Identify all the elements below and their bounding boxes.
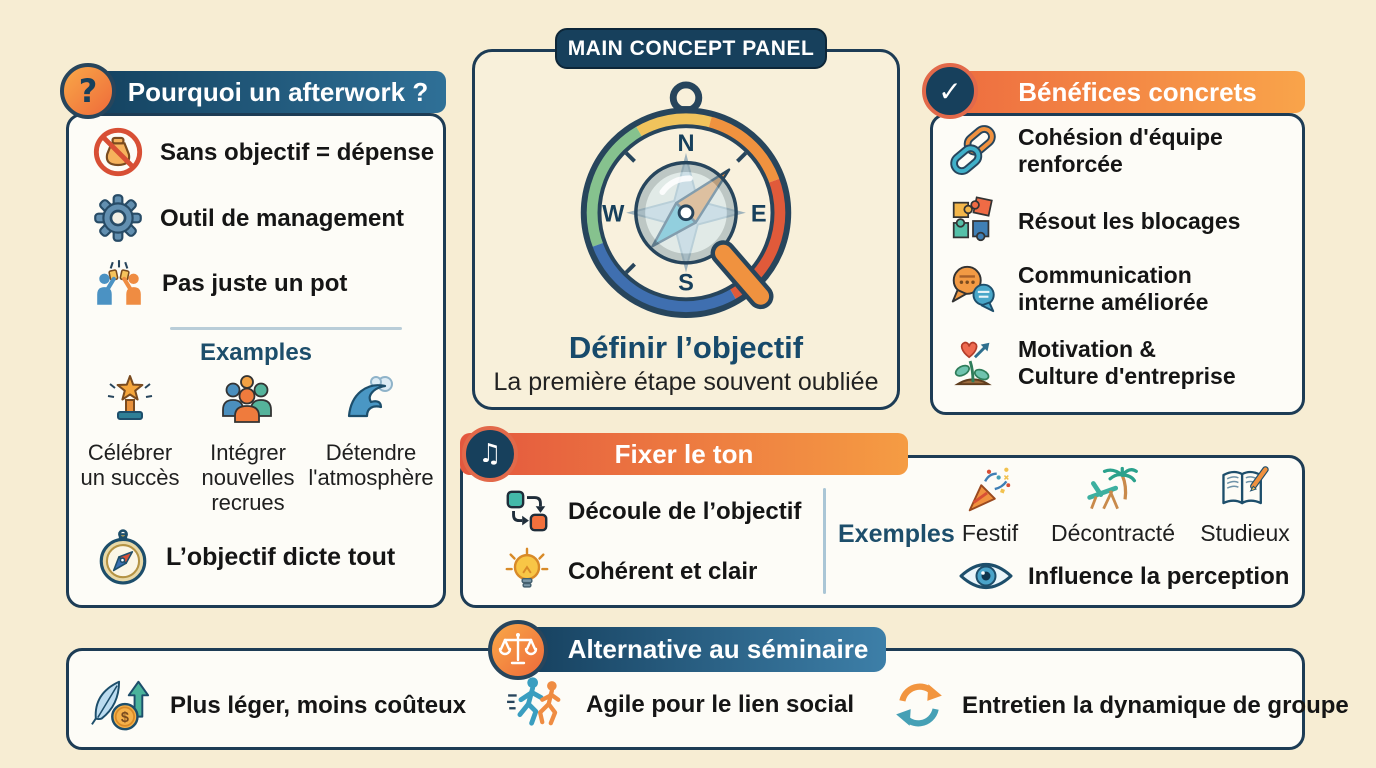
svg-text:N: N bbox=[677, 131, 694, 157]
team-group-icon bbox=[219, 372, 275, 428]
main-title: Définir l’objectif bbox=[568, 330, 804, 365]
panel-benefits-title: Bénéfices concrets bbox=[1018, 76, 1257, 107]
compass-small-icon bbox=[94, 528, 152, 586]
toast-icon bbox=[92, 256, 146, 310]
panel-benefits bbox=[930, 113, 1305, 415]
compass-magnifier-icon: N E S W bbox=[580, 81, 792, 318]
cycle-arrows-icon bbox=[892, 678, 946, 732]
panel-why-afterwork bbox=[66, 113, 446, 608]
chain-link-icon bbox=[946, 124, 1000, 178]
example-label: Célébrer un succès bbox=[80, 440, 180, 490]
wave-icon bbox=[343, 372, 399, 428]
check-icon: ✓ bbox=[922, 63, 978, 119]
benefit-label: Résout les blocages bbox=[1018, 207, 1241, 234]
tone-item: Cohérent et clair bbox=[502, 546, 757, 596]
tone-example-label: Studieux bbox=[1200, 520, 1290, 546]
panel-why-title: Pourquoi un afterwork ? bbox=[127, 76, 429, 107]
tone-example-label: Festif bbox=[961, 520, 1019, 546]
examples-heading: Examples bbox=[199, 339, 313, 366]
tone-note: Influence la perception bbox=[958, 558, 1289, 594]
no-spending-icon bbox=[92, 126, 144, 178]
question-icon: ? bbox=[60, 63, 116, 119]
main-concept-tag: MAIN CONCEPT PANEL bbox=[555, 28, 827, 69]
music-note-icon: ♫ bbox=[462, 426, 518, 482]
benefit-item: Cohésion d'équipe renforcée bbox=[946, 124, 1223, 178]
growth-heart-icon bbox=[946, 336, 1000, 390]
gear-icon bbox=[92, 192, 144, 244]
alternative-item: Plus léger, moins coûteux bbox=[90, 674, 466, 736]
list-item-label: Sans objectif = dépense bbox=[160, 138, 435, 166]
main-subtitle: La première étape souvent oubliée bbox=[493, 368, 879, 396]
benefit-label: Motivation & Culture d'entreprise bbox=[1018, 336, 1236, 389]
open-book-icon bbox=[1216, 462, 1272, 518]
list-item: Sans objectif = dépense bbox=[92, 126, 434, 178]
tone-divider bbox=[823, 488, 826, 594]
list-item: Outil de management bbox=[92, 192, 404, 244]
feather-coin-icon bbox=[90, 674, 152, 736]
list-item-label: Outil de management bbox=[160, 204, 405, 232]
list-item: Pas juste un pot bbox=[92, 256, 347, 310]
section-divider bbox=[170, 327, 402, 330]
tone-item-label: Découle de l’objectif bbox=[568, 497, 802, 525]
tone-note-label: Influence la perception bbox=[1028, 562, 1290, 590]
why-footer-label: L’objectif dicte tout bbox=[166, 542, 396, 571]
alternative-item: Entretien la dynamique de groupe bbox=[892, 678, 1349, 732]
benefit-label: Communication interne améliorée bbox=[1018, 262, 1209, 315]
scales-icon bbox=[488, 620, 548, 680]
scales-glyph bbox=[498, 630, 538, 670]
panel-why-header: Pourquoi un afterwork ? bbox=[66, 71, 446, 113]
benefit-label: Cohésion d'équipe renforcée bbox=[1018, 124, 1223, 177]
example-label: Intégrer nouvelles recrues bbox=[201, 440, 295, 515]
puzzle-icon bbox=[946, 194, 1000, 248]
alternative-item: Agile pour le lien social bbox=[506, 672, 854, 736]
list-item-label: Pas juste un pot bbox=[162, 269, 348, 297]
panel-benefits-header: Bénéfices concrets bbox=[930, 71, 1305, 113]
alternative-label: Entretien la dynamique de groupe bbox=[962, 691, 1349, 719]
eye-icon bbox=[958, 558, 1014, 594]
running-people-icon bbox=[506, 672, 570, 736]
party-popper-icon bbox=[962, 464, 1016, 518]
example-label: Détendre l'atmosphère bbox=[308, 440, 434, 490]
panel-alternative-title: Alternative au séminaire bbox=[567, 634, 869, 664]
panel-tone bbox=[460, 455, 1305, 608]
svg-text:S: S bbox=[678, 270, 694, 296]
tone-example-label: Décontracté bbox=[1050, 520, 1175, 546]
benefit-item: Résout les blocages bbox=[946, 194, 1240, 248]
benefit-item: Communication interne améliorée bbox=[946, 262, 1208, 316]
panel-alternative-header: Alternative au séminaire bbox=[520, 627, 886, 672]
lightbulb-icon bbox=[502, 546, 552, 596]
panel-tone-header: Fixer le ton bbox=[460, 433, 908, 475]
tone-item-label: Cohérent et clair bbox=[568, 557, 758, 585]
benefit-item: Motivation & Culture d'entreprise bbox=[946, 336, 1236, 390]
tone-item: Découle de l’objectif bbox=[502, 486, 801, 536]
tone-examples-heading: Exemples bbox=[838, 520, 955, 548]
chat-bubbles-icon bbox=[946, 262, 1000, 316]
beach-chair-icon bbox=[1084, 462, 1140, 518]
trophy-star-icon bbox=[102, 372, 158, 428]
flow-steps-icon bbox=[502, 486, 552, 536]
alternative-label: Plus léger, moins coûteux bbox=[170, 691, 467, 719]
alternative-label: Agile pour le lien social bbox=[586, 690, 855, 718]
why-footer-note: L’objectif dicte tout bbox=[94, 528, 395, 586]
svg-text:E: E bbox=[751, 202, 767, 228]
panel-tone-title: Fixer le ton bbox=[614, 438, 754, 469]
svg-text:W: W bbox=[602, 202, 625, 228]
